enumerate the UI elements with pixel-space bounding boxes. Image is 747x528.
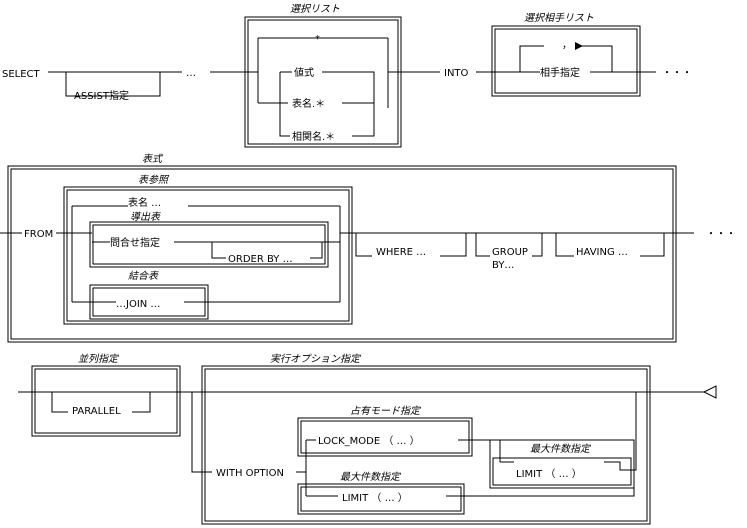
derived-box [89,221,329,268]
option-section: 並列指定 PARALLEL 実行オプション指定 WITH OPTION 占有モー… [18,353,717,525]
limit-item-1: LIMIT （ … ） [516,468,582,480]
derived-title: 導出表 [130,211,161,223]
select-list-box [244,16,402,148]
max-rows-title-2: 最大件数指定 [340,471,402,483]
parallel-title: 並列指定 [78,353,120,365]
expr-item: 値式 [294,66,314,79]
lock-mode-item: LOCK_MODE （ … ） [318,435,420,447]
lock-title: 占有モード指定 [350,405,422,417]
query-spec-item: 問合せ指定 [110,236,160,249]
max-rows-box-1 [489,439,635,489]
lock-box [297,417,473,457]
table-star-item: 表名.＊ [292,97,325,110]
join-title: 結合表 [128,270,159,282]
parallel-box [31,365,181,437]
select-section: SELECT ASSIST指定 … 選択リスト * 値式 表名.＊ 相関名.＊ … [2,3,692,148]
exec-box [201,365,651,525]
from-section: 表式 FROM 表参照 表名 … 導出表 問合せ指定 ORDER BY … 結合… [0,153,736,343]
star-item: * [315,34,320,45]
table-expr-title: 表式 [142,153,164,165]
having-item: HAVING … [576,247,628,258]
exec-title: 実行オプション指定 [270,353,362,365]
dots-1: … [186,68,196,79]
parallel-item: PARALLEL [72,406,121,417]
end-triangle-icon [702,385,717,399]
table-name-item: 表名 … [128,196,161,209]
group-by-item-1: GROUP [492,247,528,258]
corr-star-item: 相関名.＊ [292,130,335,143]
comma-sep: ， [562,40,572,51]
table-ref-box [63,186,353,325]
select-list-title: 選択リスト [290,3,340,15]
target-list-box [491,25,641,97]
limit-item-2: LIMIT （ … ） [342,492,408,504]
max-rows-title-1: 最大件数指定 [530,443,592,455]
assist-label: ASSIST指定 [74,89,129,102]
dots-2: ・・・ [662,68,692,79]
with-option-item: WITH OPTION [216,468,284,479]
order-by-item: ORDER BY … [228,254,293,265]
table-ref-title: 表参照 [138,174,170,186]
target-item: 相手指定 [540,66,580,79]
max-rows-box-2 [297,483,465,515]
where-item: WHERE … [376,247,426,258]
select-keyword: SELECT [2,69,41,80]
group-by-item-2: BY… [492,260,514,271]
table-expr-box [7,165,677,343]
join-item: …JOIN … [116,299,160,310]
from-dots: ・・・ [706,229,736,240]
from-keyword: FROM [24,229,53,240]
target-list-title: 選択相手リスト [524,12,594,24]
into-keyword: INTO [444,68,469,79]
